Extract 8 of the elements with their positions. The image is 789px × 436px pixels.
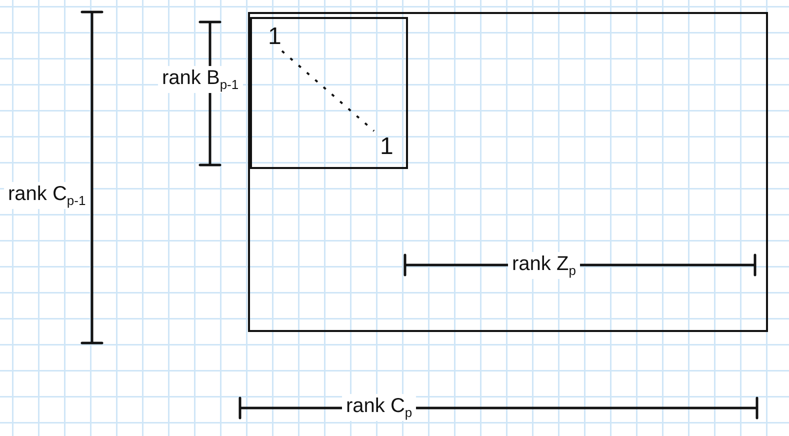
matrix-entry: 1	[380, 135, 394, 159]
dimension-label: rank B$_{p-1}$	[158, 66, 243, 93]
identity-block	[250, 17, 408, 169]
dimension-label: rank C$_{p-1}$	[4, 182, 90, 209]
matrix-entry: 1	[268, 25, 282, 49]
matrix-box	[248, 12, 768, 332]
dimension-label: rank Z$_{p}$	[508, 252, 580, 279]
dimension-label: rank C$_{p}$	[342, 394, 416, 421]
